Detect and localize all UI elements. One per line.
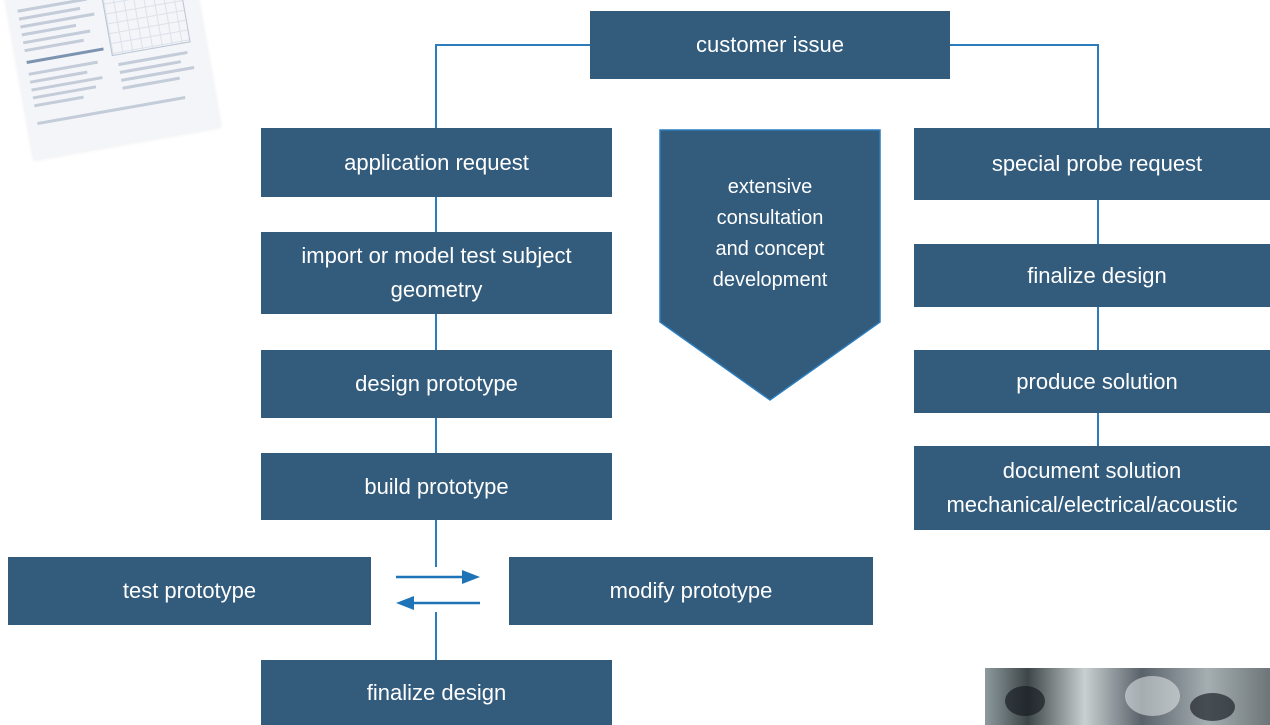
connector-left-branch (435, 44, 590, 128)
application-request-label: application request (344, 149, 529, 175)
right-finalize-design-label: finalize design (1027, 262, 1167, 288)
customer-issue-box: customer issue (590, 11, 950, 79)
modify-prototype-label: modify prototype (609, 578, 773, 603)
design-prototype-box: design prototype (261, 350, 612, 418)
build-prototype-label: build prototype (364, 473, 509, 499)
document-solution-box: document solution mechanical/electrical/… (914, 446, 1270, 530)
produce-solution-label: produce solution (1016, 368, 1178, 394)
arrow-right-icon (396, 570, 480, 584)
probe-photo-thumbnail (985, 668, 1270, 725)
test-prototype-box: test prototype (8, 557, 371, 625)
left-finalize-design-box: finalize design (261, 660, 612, 725)
consultation-label: extensive consultation and concept devel… (712, 176, 828, 291)
modify-prototype-box: modify prototype (509, 557, 873, 625)
document-solution-label: document solution mechanical/electrical/… (946, 458, 1238, 517)
customer-issue-label: customer issue (696, 32, 844, 57)
produce-solution-box: produce solution (914, 350, 1270, 413)
consultation-chevron (659, 129, 881, 401)
application-request-box: application request (261, 128, 612, 197)
arrow-left-icon (396, 596, 480, 610)
special-probe-request-box: special probe request (914, 128, 1270, 200)
right-finalize-design-box: finalize design (914, 244, 1270, 307)
special-probe-request-label: special probe request (991, 151, 1203, 176)
connector-right-branch (950, 44, 1099, 128)
design-prototype-label: design prototype (355, 371, 518, 396)
import-geometry-box: import or model test subject geometry (261, 232, 612, 314)
build-prototype-box: build prototype (261, 453, 612, 520)
left-finalize-design-label: finalize design (366, 679, 507, 705)
import-geometry-label: import or model test subject geometry (301, 243, 572, 302)
test-prototype-label: test prototype (122, 578, 257, 603)
